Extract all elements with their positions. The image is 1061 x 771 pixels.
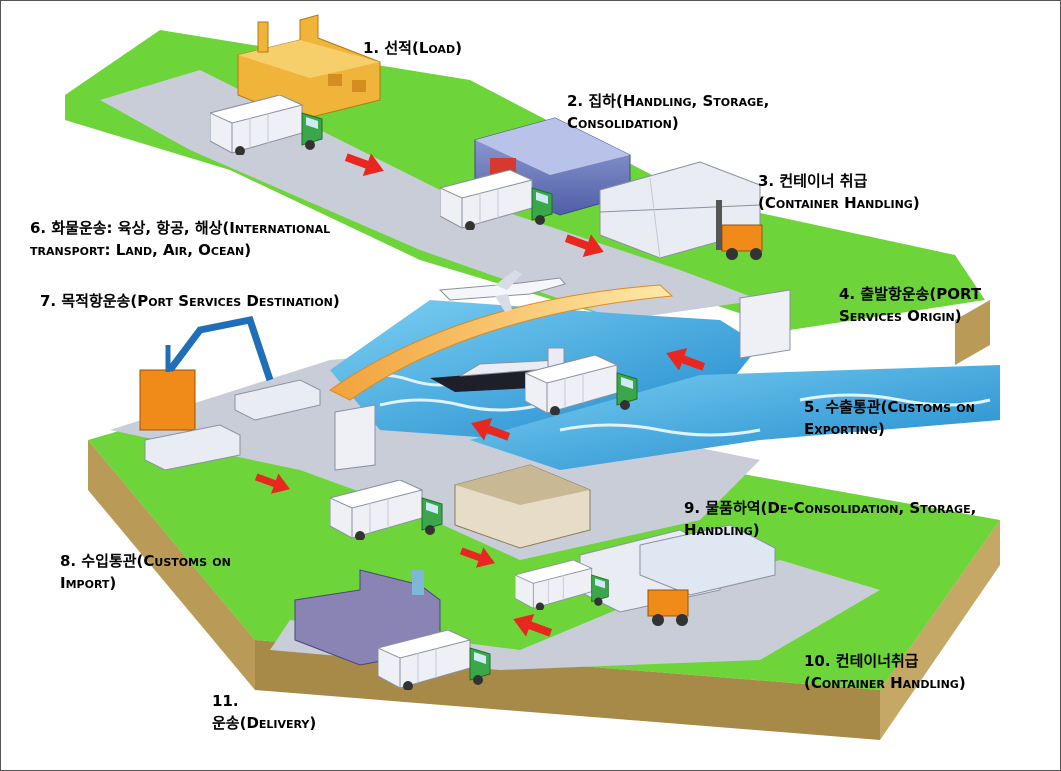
- step-1-line1: 1. 선적(Load): [363, 39, 462, 57]
- step-6-line2: transport: Land, Air, Ocean): [30, 241, 252, 259]
- transport-arc: [329, 284, 674, 401]
- forklift-icon: [716, 200, 763, 260]
- step-8-label: 8. 수입통관(Customs on Import): [60, 550, 231, 594]
- step-11-line1: 11.: [212, 692, 239, 710]
- factory-icon: [237, 14, 381, 121]
- step-5-label: 5. 수출통관(Customs on Exporting): [804, 396, 975, 440]
- step-9-label: 9. 물품하역(De-Consolidation, Storage, Handl…: [684, 497, 976, 541]
- step-4-label: 4. 출발항운송(PORT Services Origin): [839, 283, 981, 327]
- step-3-line2: (Container Handling): [758, 194, 920, 212]
- step-7-label: 7. 목적항운송(Port Services Destination): [40, 290, 340, 312]
- step-4-line1: 4. 출발항운송(PORT: [839, 285, 982, 303]
- step-7-line1: 7. 목적항운송(Port Services Destination): [40, 292, 340, 310]
- step-3-label: 3. 컨테이너 취급 (Container Handling): [758, 170, 920, 214]
- warehouse-icon: [454, 464, 591, 549]
- airplane-icon: [438, 270, 566, 312]
- step-10-label: 10. 컨테이너취급 (Container Handling): [804, 650, 966, 694]
- step-6-label: 6. 화물운송: 육상, 항공, 해상(International transp…: [30, 217, 330, 261]
- step-4-line2: Services Origin): [839, 307, 962, 325]
- step-9-line1: 9. 물품하역(De-Consolidation, Storage,: [684, 499, 977, 517]
- forklift-icon: [647, 589, 689, 626]
- step-11-label: 11. 운송(Delivery): [212, 690, 316, 734]
- step-8-line1: 8. 수입통관(Customs on: [60, 552, 231, 570]
- customs-tower-icon: [334, 289, 791, 471]
- step-5-line2: Exporting): [804, 420, 885, 438]
- dock-containers: [144, 379, 321, 471]
- step-2-label: 2. 집하(Handling, Storage, Consolidation): [567, 90, 769, 134]
- step-2-line2: Consolidation): [567, 114, 679, 132]
- step-3-line1: 3. 컨테이너 취급: [758, 172, 868, 190]
- step-5-line1: 5. 수출통관(Customs on: [804, 398, 975, 416]
- step-6-line1: 6. 화물운송: 육상, 항공, 해상(International: [30, 219, 331, 237]
- crane-icon: [139, 315, 274, 431]
- step-2-line1: 2. 집하(Handling, Storage,: [567, 92, 770, 110]
- step-10-line2: (Container Handling): [804, 674, 966, 692]
- step-1-label: 1. 선적(Load): [363, 37, 462, 59]
- step-11-line2: 운송(Delivery): [212, 714, 317, 732]
- step-8-line2: Import): [60, 574, 117, 592]
- step-10-line1: 10. 컨테이너취급: [804, 652, 919, 670]
- step-9-line2: Handling): [684, 521, 760, 539]
